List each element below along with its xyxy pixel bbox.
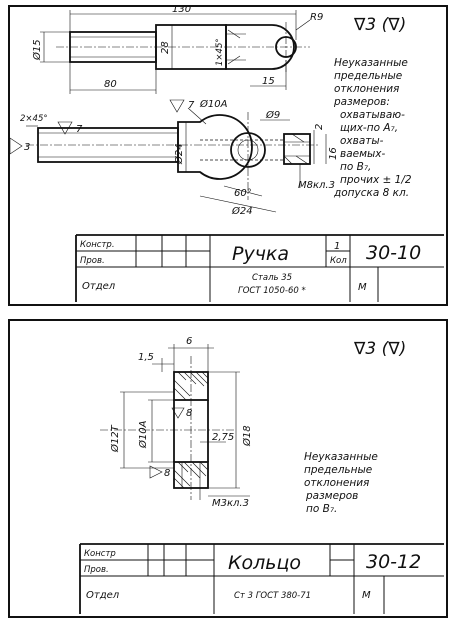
material-line-2: ГОСТ 1050-60 * [238,286,306,296]
drawing-number: 30-10 [366,242,421,264]
stamp-qty-label: Кол [330,256,347,266]
stamp-m: М [358,282,367,293]
dim-sym8a: 8 [186,408,192,419]
dim-d24b: Ø24 [231,205,253,217]
dim-sym8b: 8 [164,468,170,479]
note-line: отклонения [334,83,399,95]
dim-80: 80 [104,79,117,90]
stamp-qty: 1 [334,241,340,252]
dim-60: 60° [234,188,252,199]
note-line: Неуказанные [304,451,378,463]
handle-title-block [75,234,444,302]
stamp-prov: Пров. [84,565,109,575]
note-line: охватываю- [340,109,405,121]
part-name: Кольцо [228,552,301,574]
dim-d10a: Ø10А [199,98,228,110]
dim-6: 6 [186,336,192,347]
material-line-1: Сталь 35 [252,273,292,283]
material-line: Ст 3 ГОСТ 380-71 [234,591,311,601]
part-name: Ручка [232,243,289,265]
dim-d9: Ø9 [265,109,280,121]
note-line: предельные [304,464,372,476]
dim-d24a: Ø24 [173,143,185,165]
dim-sym7b: 7 [76,124,83,135]
dim-d15: Ø15 [31,39,43,61]
note-line: отклонения [304,477,369,489]
dim-2: 2 [314,124,325,130]
dim-rough3: 3 [24,142,30,153]
handle-dimension-lines [40,10,311,94]
note-line: щих-по А₇, [340,122,398,134]
handle-top-view [56,22,310,74]
ring-dimension-lines [120,344,250,500]
note-line: предельные [334,70,402,82]
dim-2-75: 2,75 [212,432,234,443]
stamp-konstr: Констр [84,549,116,559]
dim-thread-m8: М8кл.3 [298,180,335,191]
note-line: по В₇. [306,503,337,515]
dim-d12t: Ø12Т [109,424,121,453]
drawing-number: 30-12 [366,551,421,573]
stamp-prov: Пров. [80,256,105,266]
dim-r9: R9 [310,12,323,23]
note-line: Неуказанные [334,57,408,69]
dim-d10a: Ø10А [137,420,149,449]
ring-section-view [100,356,236,500]
note-line: охваты- [340,135,384,147]
roughness-mark: ∇3 (∇) [353,339,406,359]
handle-side-dimensions [9,99,327,213]
dim-chamfer-1: 1×45° [215,38,225,66]
note-line: допуска 8 кл. [333,187,409,199]
dim-130: 130 [172,4,191,15]
stamp-otdel: Отдел [82,281,116,292]
drawing-sheet-ring [8,319,448,618]
general-tolerance-note: Неуказанные предельные отклонения размер… [333,57,412,199]
stamp-m: М [362,590,371,601]
note-line: прочих ± 1/2 [340,174,412,186]
handle-side-view [26,112,320,200]
dim-28: 28 [160,41,171,54]
ring-title-block [79,543,444,614]
dim-chamfer-2: 2×45° [20,114,48,124]
dim-d18: Ø18 [241,425,253,447]
ring-tolerance-note: Неуказанные предельные отклонения размер… [304,451,378,515]
dim-sym7a: 7 [188,100,195,111]
dim-thread-m3: М3кл.3 [212,498,249,509]
dim-1-5: 1,5 [138,352,154,363]
note-line: ваемых- [340,148,386,160]
dim-16: 16 [328,147,339,160]
drawing-sheet-handle [8,5,448,306]
dim-15: 15 [262,76,275,87]
stamp-otdel: Отдел [86,590,120,601]
note-line: размеров: [333,96,390,108]
note-line: по В₇, [340,161,371,173]
stamp-konstr: Констр. [80,240,115,250]
roughness-mark: ∇3 (∇) [353,15,406,35]
note-line: размеров [305,490,358,502]
